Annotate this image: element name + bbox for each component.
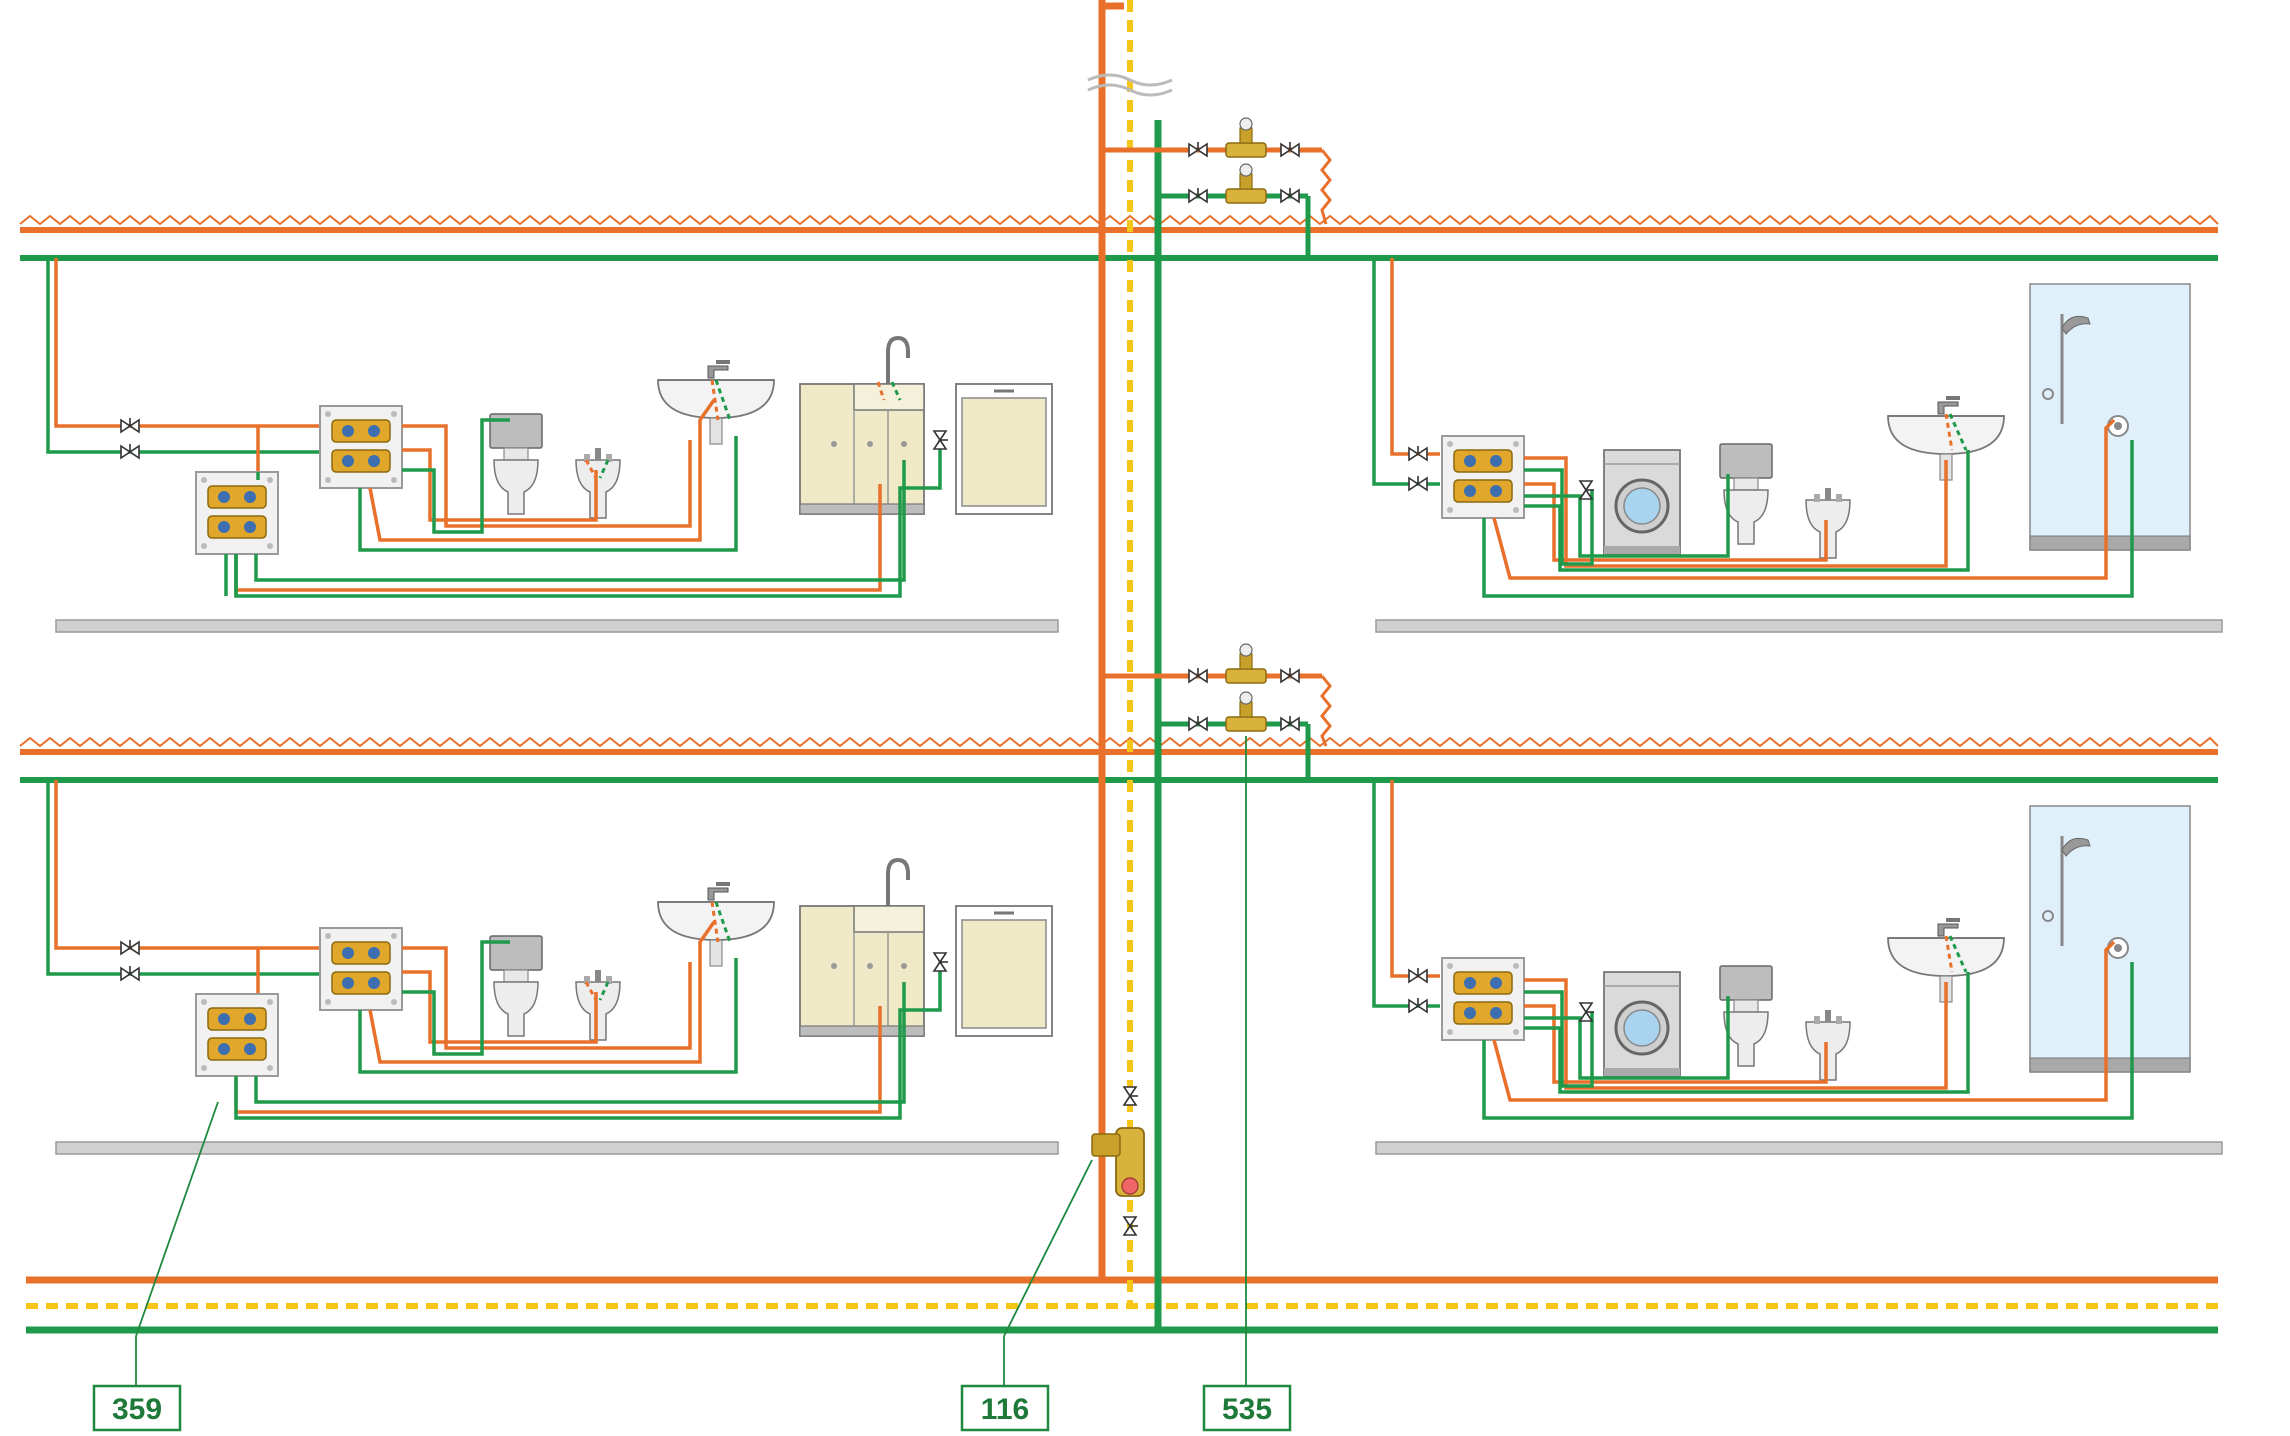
mixing-valve-icon [1091,1086,1145,1236]
floor-slab [55,1141,1059,1155]
floor-slab [1375,619,2223,633]
floor-slab [1375,1141,2223,1155]
floor-slab [55,619,1059,633]
apartment-right-upper [1372,258,2192,598]
label-balancing-valve: 535 [1202,1384,1292,1432]
hot-water-main-insulation [19,214,2219,226]
label-mixing-valve-text: 116 [981,1393,1029,1426]
recirculation-branch-lower [1102,643,1332,780]
label-balancing-valve-text: 535 [1222,1393,1272,1426]
label-manifold: 359 [92,1384,182,1432]
building-structure [55,619,2223,1155]
label-manifold-text: 359 [112,1393,162,1426]
apartment-right-lower [1372,780,2192,1120]
apartment-left-lower [46,780,1054,1120]
label-mixing-valve: 116 [960,1384,1050,1432]
recirculation-branch-upper [1102,117,1332,258]
callout-leaders [135,736,1247,1410]
hot-water-main-insulation [19,736,2219,748]
apartment-left-upper [46,258,1054,598]
